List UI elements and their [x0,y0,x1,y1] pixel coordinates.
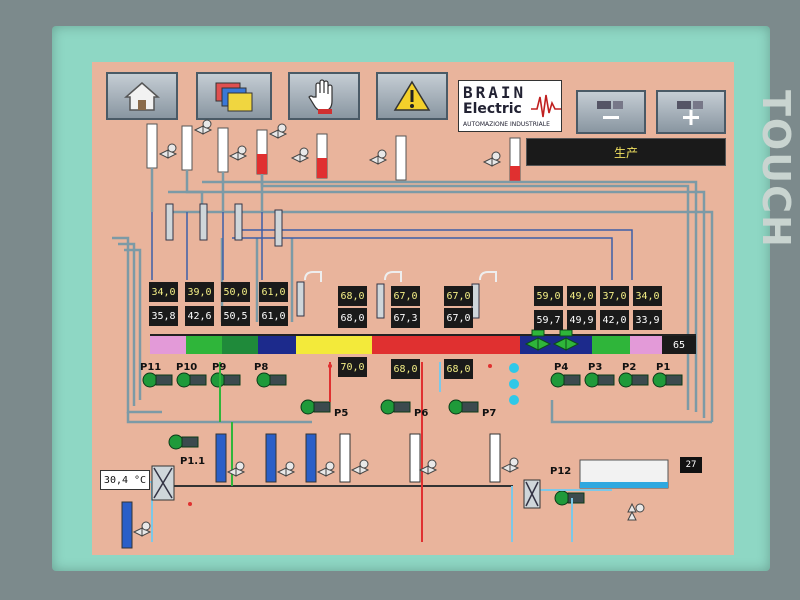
pump-label-p11: P11 [140,362,162,373]
tank-p12-level [580,482,668,488]
pump-label-p1: P1 [656,362,671,373]
tank-p12-value: 27 [680,457,702,473]
filter-marks [153,467,539,507]
value-top-9: 49,0 [567,286,596,306]
lower-tanks [121,433,541,549]
value-bottom-8: 59,7 [534,310,563,330]
value-top-7: 67,0 [444,286,473,306]
alarm-button[interactable] [376,72,448,120]
value-bottom-4: 61,0 [259,306,288,326]
value-lower-3: 68,0 [444,359,473,379]
value-bottom-6: 67,3 [391,308,420,328]
hand-stop-icon [308,79,333,114]
pumps [142,372,683,506]
value-top-2: 39,0 [185,282,214,302]
value-top-6: 67,0 [391,286,420,306]
value-top-8: 59,0 [534,286,563,306]
column-sensors [165,203,480,319]
pump-label-p9: P9 [212,362,227,373]
signal-wave-icon [531,94,561,118]
value-top-3: 50,0 [221,282,250,302]
plus-icon [677,101,703,125]
lower-pipes [120,362,612,542]
folders-icon [215,82,253,112]
pump-label-p6: P6 [414,408,429,419]
value-top-4: 61,0 [259,282,288,302]
value-bottom-5: 68,0 [338,308,367,328]
value-bottom-2: 42,6 [185,306,214,326]
top-valves [158,119,502,167]
value-top-11: 34,0 [633,286,662,306]
brain-electric-logo: BRAIN Electric AUTOMAZIONE INDUSTRIALE [458,80,562,132]
hmi-screen: BRAIN Electric AUTOMAZIONE INDUSTRIALE 生… [92,62,734,555]
manual-stop-button[interactable] [288,72,360,120]
minus-icon [597,101,623,119]
dosing-hooks [304,271,497,282]
value-lower-1: 70,0 [338,357,367,377]
value-bottom-9: 49,9 [567,310,596,330]
value-top-10: 37,0 [600,286,629,306]
pump-label-p1-1: P1.1 [180,456,206,467]
home-icon [124,82,160,111]
zoom-in-button[interactable] [656,90,726,134]
value-bottom-3: 50,5 [221,306,250,326]
warning-icon [393,80,431,111]
blue-lines [151,212,633,280]
pump-label-p7: P7 [482,408,497,419]
pump-label-p3: P3 [588,362,603,373]
pump-label-p12: P12 [550,466,572,477]
pump-label-p5: P5 [334,408,349,419]
home-button[interactable] [106,72,178,120]
value-bottom-7: 67,0 [444,308,473,328]
recipes-button[interactable] [196,72,272,120]
value-bottom-1: 35,8 [149,306,178,326]
process-diagram [112,119,714,549]
bar-valves [524,329,580,351]
tank-level-value: 65 [672,339,686,351]
value-lower-2: 68,0 [391,359,420,379]
pump-label-p2: P2 [622,362,637,373]
bezel-brand-text: TOUCH [754,90,798,249]
pump-label-p10: P10 [176,362,198,373]
tank-color-bar [150,334,696,354]
value-bottom-10: 42,0 [600,310,629,330]
value-bottom-11: 33,9 [633,310,662,330]
machine-status: 生产 [526,138,726,166]
value-top-5: 68,0 [338,286,367,306]
lower-valves [132,457,645,537]
flow-indicators [509,363,519,405]
pump-label-p4: P4 [554,362,569,373]
level-gauges [146,123,521,183]
value-top-1: 34,0 [149,282,178,302]
temperature-readout: 30,4 °C [100,470,150,490]
zoom-out-button[interactable] [576,90,646,134]
pump-label-p8: P8 [254,362,269,373]
